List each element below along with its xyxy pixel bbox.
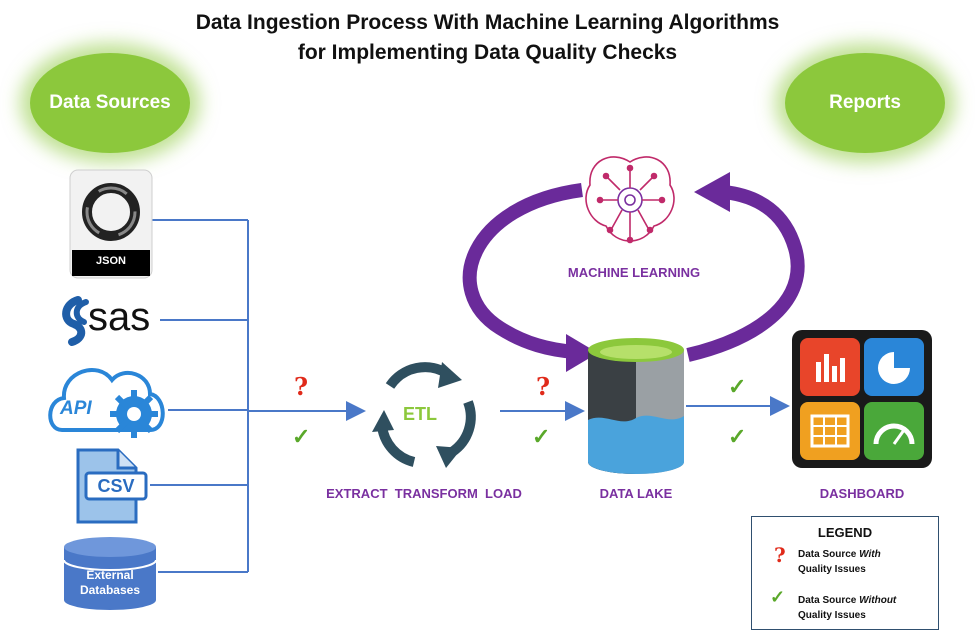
database-label: External Databases [64,568,156,598]
database-icon [63,537,157,610]
json-icon [69,169,153,279]
json-label: JSON [96,255,126,267]
sas-icon [62,296,89,346]
legend-with-text: Data Source With Quality Issues [798,547,881,577]
dashboard-check-mark-2: ✓ [728,424,747,449]
data-sources-label: Data Sources [49,92,171,113]
source-connectors [150,219,249,573]
title-line-2: for Implementing Data Quality Checks [297,41,678,64]
dashboard-icon [792,330,932,468]
legend-with-a: Data Source [798,549,860,560]
etl-check-mark: ✓ [292,424,311,449]
legend-without-b: Without [859,595,897,606]
data-lake-label: DATA LAKE [599,486,673,501]
csv-label: CSV [97,476,135,496]
csv-file-icon [76,448,148,524]
data-sources-bubble: Data Sources [30,53,190,153]
legend-question-icon: ? [774,543,786,567]
legend-title: LEGEND [817,525,873,540]
etl-question-mark: ? [294,372,309,401]
etl-label: EXTRACT TRANSFORM LOAD [326,486,522,501]
lake-question-mark: ? [536,372,551,401]
data-lake-icon [588,338,684,474]
database-label-line-1: External [86,568,134,582]
diagram-title: Data Ingestion Process With Machine Lear… [0,8,975,68]
database-label-line-2: Databases [79,583,141,597]
api-label: API [60,398,92,419]
reports-bubble: Reports [785,53,945,153]
legend-without-a: Data Source [798,595,860,606]
etl-cycle-arrowheads [372,362,462,468]
dashboard-check-mark-1: ✓ [728,374,747,399]
machine-learning-label: MACHINE LEARNING [567,265,701,280]
lake-check-mark: ✓ [532,424,551,449]
ml-loop-arrows [462,172,805,372]
api-cloud-icon [48,368,165,438]
legend-without-c: Quality Issues [798,610,866,621]
legend-with-b: With [859,549,881,560]
legend-box: LEGEND ? Data Source With Quality Issues… [751,516,939,630]
reports-label: Reports [829,92,901,113]
legend-with-c: Quality Issues [798,564,866,575]
etl-icon-text: ETL [403,404,437,424]
machine-learning-icon [585,156,675,244]
sas-label: sas [88,295,151,339]
title-line-1: Data Ingestion Process With Machine Lear… [195,11,780,34]
legend-check-icon: ✓ [770,587,786,607]
legend-without-text: Data Source Without Quality Issues [798,593,896,623]
dashboard-label: DASHBOARD [819,486,905,501]
